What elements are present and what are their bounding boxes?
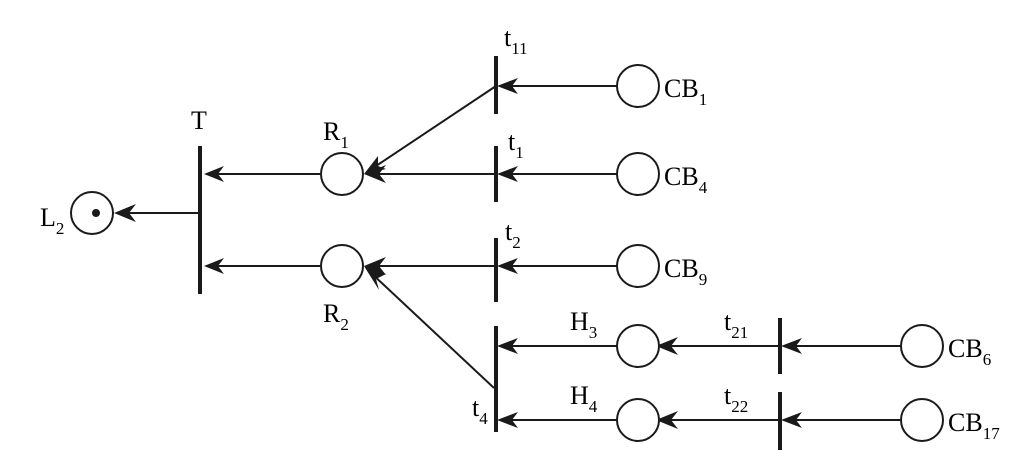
arrowhead — [114, 204, 136, 222]
transitions — [198, 56, 782, 450]
label-t2: t2 — [505, 217, 521, 252]
arrowhead — [364, 165, 386, 183]
label-cb4: CB4 — [664, 162, 708, 197]
label-t1: t1 — [508, 127, 524, 162]
label-cb1: CB1 — [664, 74, 707, 109]
label-t: T — [191, 106, 207, 135]
arc-t11-r1 — [369, 85, 497, 171]
token-dot — [92, 209, 100, 217]
label-t21: t21 — [724, 307, 748, 342]
arrowhead — [497, 258, 518, 274]
places — [70, 64, 944, 442]
place-cb17 — [900, 398, 944, 442]
arrowhead — [781, 338, 802, 354]
label-h3: H3 — [570, 307, 597, 342]
place-cb6 — [900, 324, 944, 368]
label-r2: R2 — [323, 299, 349, 334]
arrowhead — [497, 78, 518, 94]
label-t11: t11 — [504, 23, 528, 58]
place-cb9 — [616, 244, 660, 288]
label-t4: t4 — [472, 393, 488, 428]
arrowhead — [364, 266, 386, 290]
arrowhead — [497, 412, 518, 428]
label-l: L2 — [40, 203, 64, 238]
arcs — [114, 78, 902, 429]
label-cb6: CB6 — [948, 334, 991, 369]
place-cb1 — [616, 64, 660, 108]
place-h3 — [616, 324, 660, 368]
place-cb4 — [616, 152, 660, 196]
label-t22: t22 — [724, 381, 748, 416]
arrowhead — [656, 411, 678, 429]
arrowhead — [656, 337, 678, 355]
arrowhead — [364, 257, 386, 275]
arrowhead — [781, 412, 802, 428]
arc-t4-r2 — [369, 271, 495, 389]
label-cb17: CB17 — [948, 408, 1000, 443]
arrowhead — [497, 166, 518, 182]
arrowhead — [497, 338, 518, 354]
place-h4 — [616, 398, 660, 442]
place-r1 — [320, 152, 364, 196]
place-r2 — [320, 244, 364, 288]
arrowhead — [204, 166, 224, 182]
label-h4: H4 — [570, 381, 598, 416]
arrowhead — [204, 258, 224, 274]
labels: L2 R1 R2 CB1 CB4 CB9 H3 H4 CB6 CB17 T t1… — [40, 23, 1000, 443]
label-r1: R1 — [323, 117, 349, 152]
label-cb9: CB9 — [664, 254, 707, 289]
